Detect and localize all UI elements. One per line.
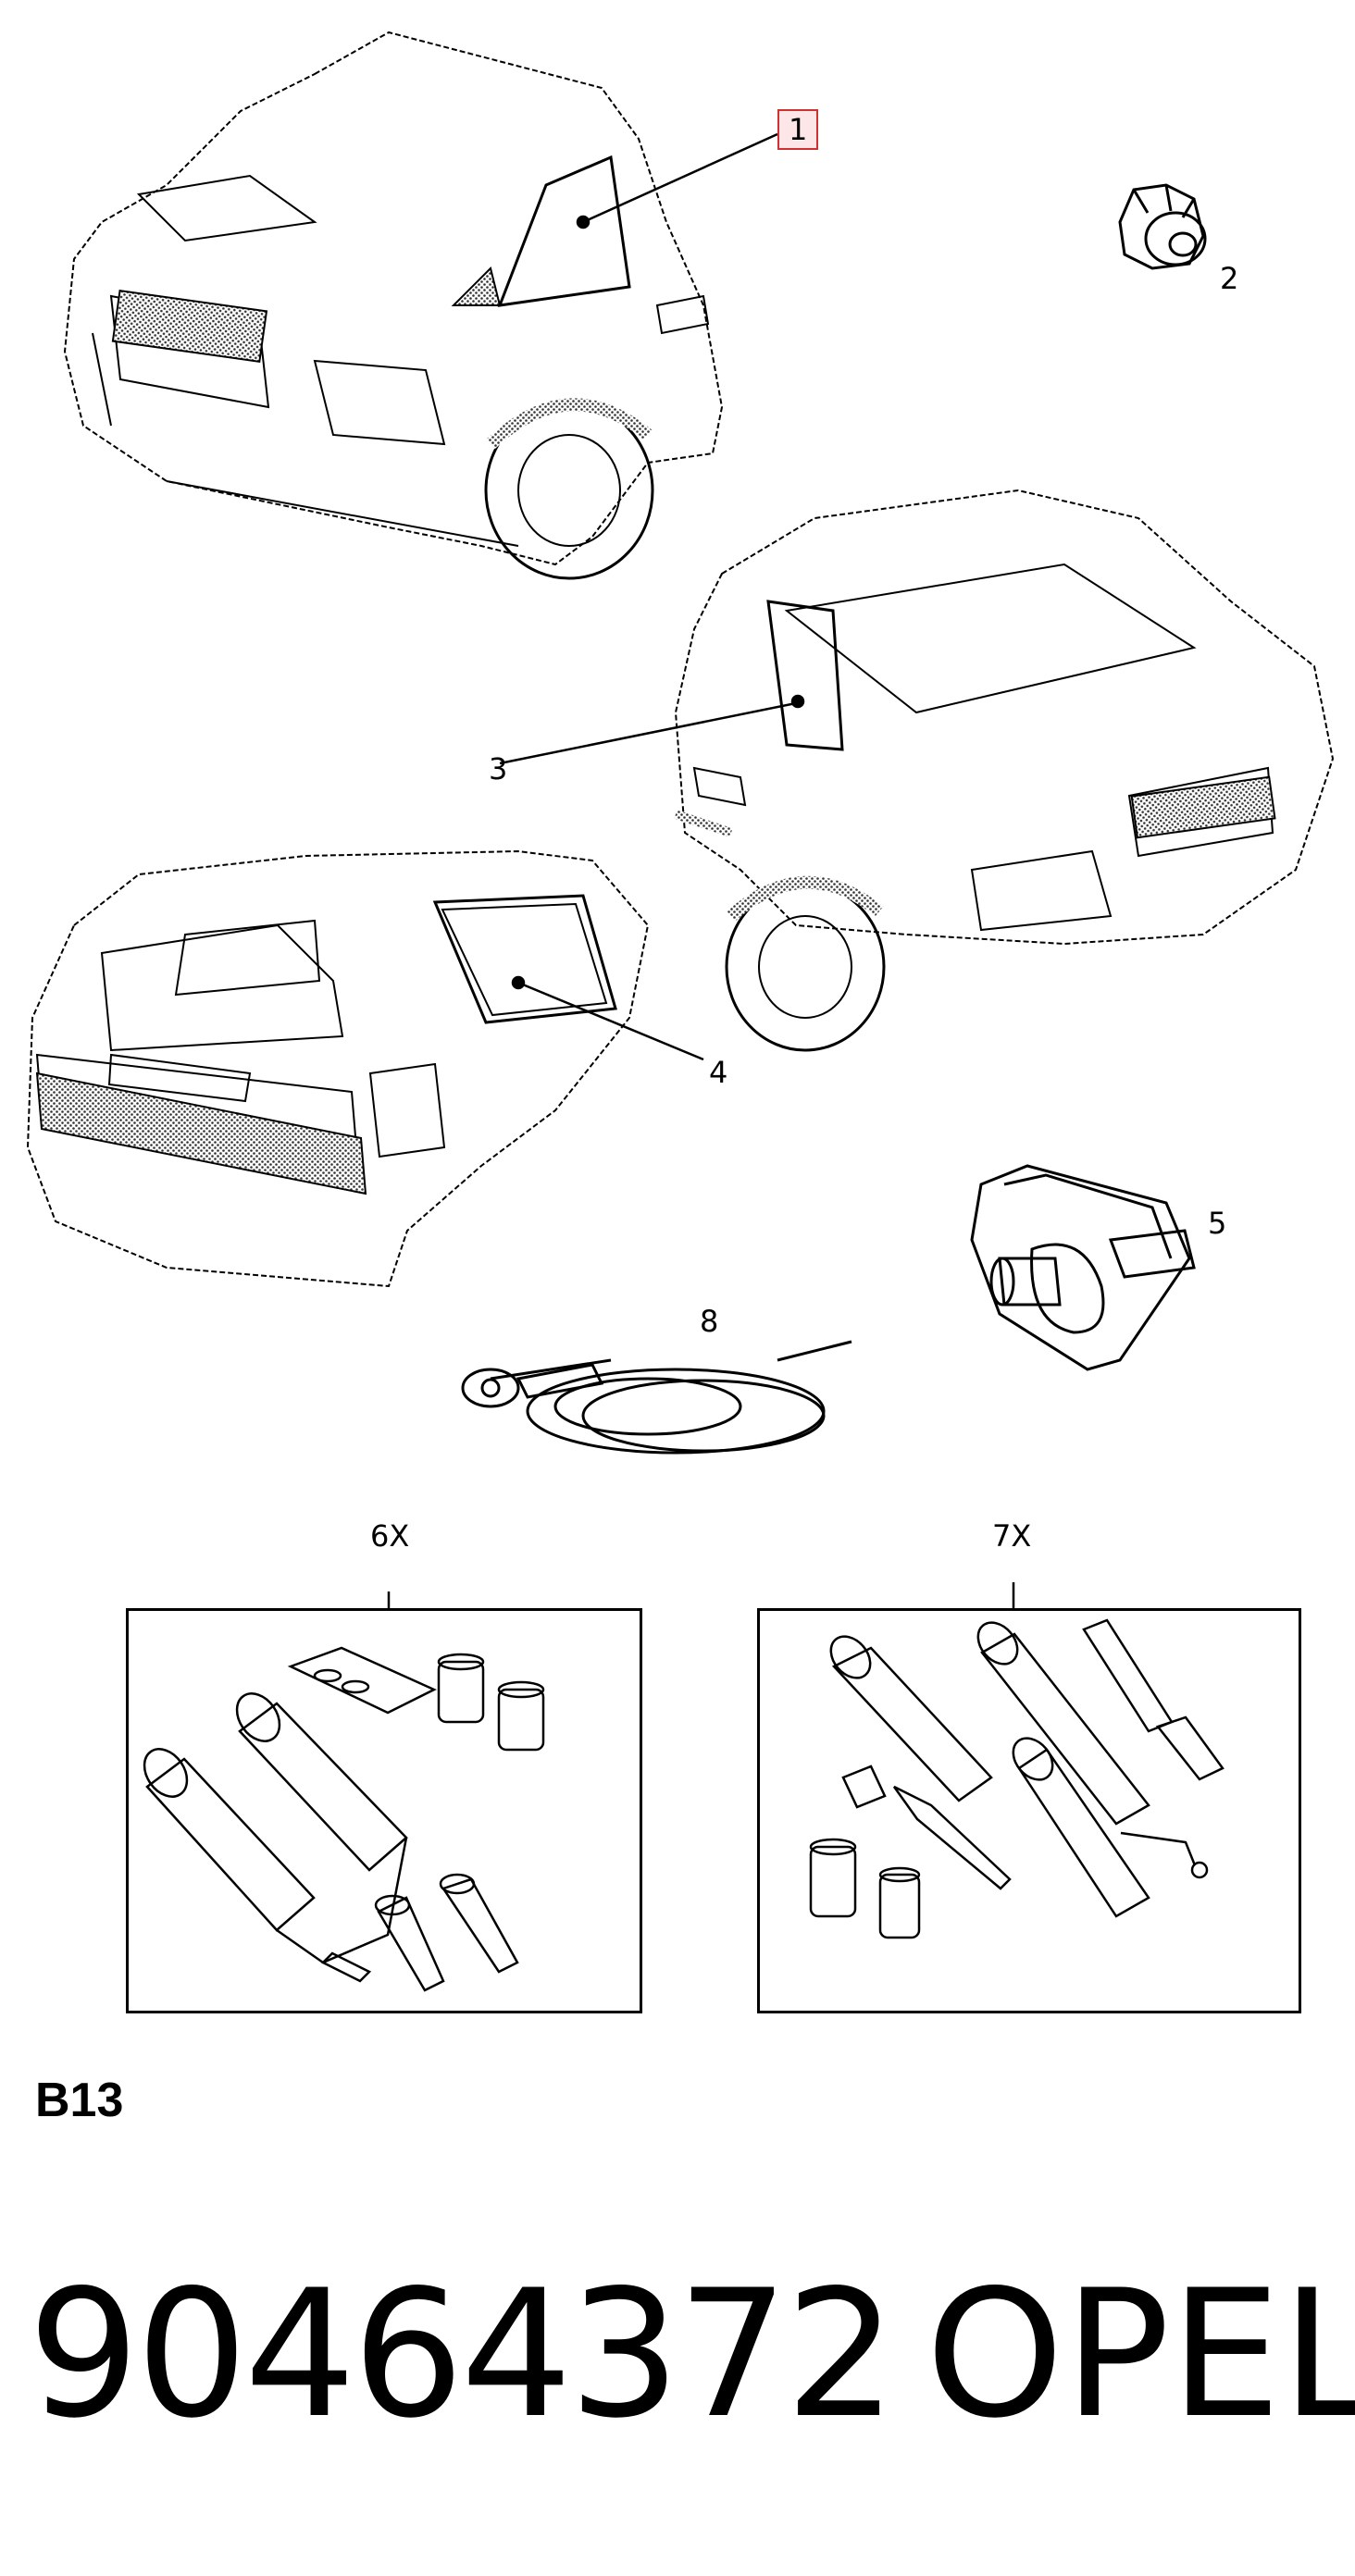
callout-7x[interactable]: 7X	[992, 1518, 1032, 1554]
section-code: B13	[35, 2074, 124, 2127]
clip-part-illustration	[970, 1164, 1196, 1371]
adhesive-kit-7x-illustration	[809, 1618, 1224, 1939]
diagram-artwork	[26, 31, 1335, 1610]
kit-6x-box	[126, 1608, 642, 2013]
callout-4[interactable]: 4	[709, 1055, 728, 1090]
callout-3[interactable]: 3	[489, 751, 508, 786]
nut-part-illustration	[1118, 183, 1207, 270]
brand-name: OPEL	[926, 2252, 1355, 2457]
callout-2[interactable]: 2	[1220, 261, 1239, 296]
adhesive-kit-6x-illustration	[143, 1646, 545, 1992]
callout-1[interactable]: 1	[777, 109, 819, 150]
callout-5[interactable]: 5	[1208, 1206, 1227, 1241]
hatchback-car-illustration	[63, 31, 724, 580]
part-number: 90464372	[28, 2252, 897, 2457]
sedan-car-illustration	[674, 489, 1335, 1052]
callout-8[interactable]: 8	[700, 1304, 719, 1339]
kit-7x-box	[757, 1608, 1301, 2013]
estate-car-illustration	[26, 849, 650, 1288]
leader-lines	[387, 132, 1015, 1610]
callout-6x[interactable]: 6X	[370, 1518, 410, 1554]
cable-part-illustration	[461, 1340, 852, 1455]
